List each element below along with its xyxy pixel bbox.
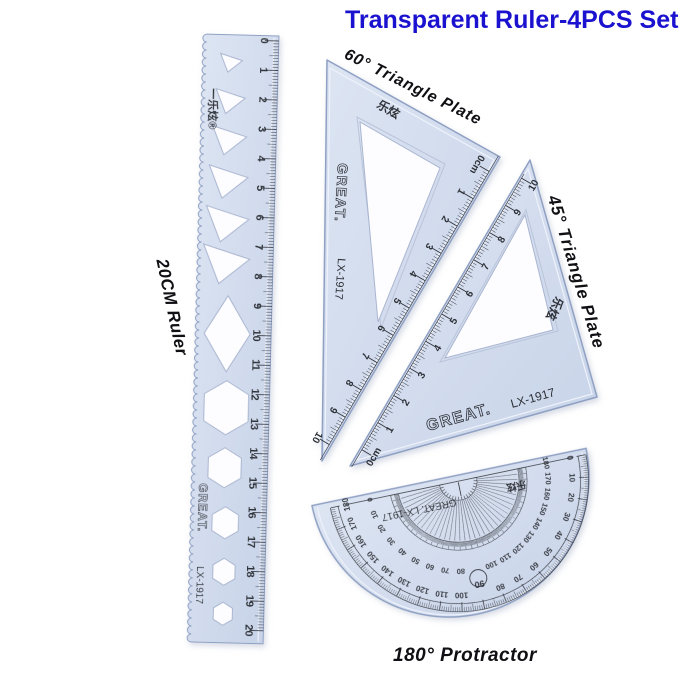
ruler-scale-number: 14 bbox=[247, 447, 259, 460]
stencil-cutout bbox=[211, 124, 248, 156]
ruler-brand-zh: 一乐炫® bbox=[205, 88, 220, 129]
triangle-45-scale-number: 8 bbox=[496, 234, 509, 245]
stencil-cutout bbox=[219, 52, 244, 73]
stencil-cutout bbox=[211, 506, 240, 540]
ruler-scale-number: 12 bbox=[248, 388, 260, 401]
stencil-cutout bbox=[203, 380, 250, 436]
triangle-60-brand-name: GREAT. bbox=[332, 163, 351, 223]
protractor-outer-number: 10 bbox=[567, 473, 576, 483]
ruler-scale-number: 5 bbox=[254, 185, 266, 191]
protractor-outer-number: 100 bbox=[454, 590, 468, 599]
stencil-cutout bbox=[208, 164, 250, 199]
protractor-inner-number: 50 bbox=[410, 555, 422, 567]
protractor-outer-number: 110 bbox=[434, 589, 449, 600]
protractor-180: 0102030405060708010011012013014015016017… bbox=[311, 447, 590, 618]
protractor-inner-number: 60 bbox=[425, 561, 436, 572]
triangle-60-scale-number: 5 bbox=[390, 295, 403, 306]
protractor-brand-zh: 乐炫 bbox=[505, 478, 527, 495]
ruler-scale-number: 19 bbox=[243, 595, 255, 608]
stencil-cutout bbox=[207, 447, 242, 489]
protractor-outer-number: 30 bbox=[561, 511, 573, 523]
triangle-60-scale-number: 9 bbox=[326, 405, 339, 416]
triangle-45-scale-number: 3 bbox=[416, 370, 429, 381]
stencil-cutout bbox=[215, 87, 247, 115]
triangle-60-brand-model: LX-1917 bbox=[332, 258, 347, 300]
triangle-45-scale-number: 5 bbox=[448, 316, 461, 327]
ruler-scale-number: 3 bbox=[255, 126, 267, 132]
triangle-45-scale-number: 9 bbox=[512, 207, 525, 218]
protractor-outer-number: 120 bbox=[414, 583, 430, 596]
triangle-60-scale-number: 3 bbox=[422, 241, 435, 252]
triangle-60-hole bbox=[359, 121, 441, 323]
triangle-45-hole bbox=[443, 213, 554, 359]
triangle-45-scale-number: 2 bbox=[400, 397, 413, 408]
page-title: Transparent Ruler-4PCS Set bbox=[345, 6, 679, 34]
ruler-brand-model: LX-1917 bbox=[193, 566, 205, 605]
protractor-outer-number: 180 bbox=[341, 497, 353, 512]
triangle-60-scale-number: 7 bbox=[358, 350, 371, 361]
protractor-inner-number: 150 bbox=[537, 502, 549, 517]
ruler-brand-name: GREAT. bbox=[195, 483, 210, 532]
triangle-60-scale-number: 10 bbox=[309, 430, 324, 446]
label-protractor: 180° Protractor bbox=[393, 645, 537, 666]
triangle-45-scale-number: 1 bbox=[384, 424, 397, 435]
protractor-inner-number: 100 bbox=[484, 558, 499, 571]
ruler-scale-number: 17 bbox=[245, 536, 257, 549]
triangle-60-scale-number: 8 bbox=[342, 377, 355, 388]
triangle-45-scale-number: 10 bbox=[526, 178, 541, 194]
protractor-outer-number: 0 bbox=[565, 455, 575, 462]
ruler-scale-number: 16 bbox=[245, 506, 257, 519]
ruler-scale-number: 10 bbox=[250, 329, 262, 342]
ruler-scale-number: 11 bbox=[249, 359, 261, 371]
triangle-60-scale-number: 6 bbox=[374, 323, 387, 334]
ruler-20cm: 01234567891011121314151617181920一乐炫®GREA… bbox=[186, 33, 280, 645]
triangle-45-scale-number: 4 bbox=[432, 343, 445, 354]
ruler-scale-number: 2 bbox=[256, 96, 268, 102]
stencil-cutout bbox=[202, 243, 251, 285]
protractor-inner-number: 80 bbox=[457, 567, 466, 576]
protractor-inner-number: 0 bbox=[365, 497, 375, 503]
protractor-inner-number: 20 bbox=[376, 523, 388, 535]
stencil-cutout bbox=[212, 601, 233, 626]
ruler-scale-number: 20 bbox=[242, 624, 254, 637]
stencil-cutout bbox=[212, 557, 236, 586]
triangle-60-scale-number: 1 bbox=[454, 186, 467, 197]
protractor-90-circled: 90 bbox=[474, 578, 486, 590]
triangle-45-scale-number: 6 bbox=[464, 289, 477, 300]
ruler-scale-number: 9 bbox=[251, 303, 263, 309]
protractor-inner-number: 10 bbox=[369, 509, 380, 520]
ruler-scale-number: 4 bbox=[255, 155, 267, 162]
triangle-45-scale-number: 7 bbox=[480, 261, 493, 272]
triangle-60-scale-number: 4 bbox=[406, 268, 419, 279]
protractor-outer-number: 20 bbox=[566, 492, 576, 503]
ruler-scale-number: 6 bbox=[253, 214, 265, 220]
ruler-scale-number: 7 bbox=[252, 244, 264, 250]
ruler-scale-number: 13 bbox=[248, 418, 260, 431]
protractor-outer-number: 80 bbox=[494, 581, 506, 593]
protractor-inner-number: 160 bbox=[542, 487, 553, 501]
protractor-inner-number: 170 bbox=[543, 472, 552, 485]
stencil-cutout bbox=[203, 294, 251, 373]
protractor-inner-number: 180 bbox=[540, 456, 551, 470]
ruler-scale-number: 0 bbox=[258, 37, 270, 43]
ruler-scale-number: 1 bbox=[257, 67, 269, 73]
protractor-inner-number: 70 bbox=[440, 565, 450, 575]
stencil-cutout bbox=[205, 204, 250, 243]
ruler-scale-number: 15 bbox=[246, 477, 258, 490]
ruler-scale-number: 8 bbox=[252, 273, 264, 279]
triangle-60-scale-number: 2 bbox=[438, 214, 451, 225]
ruler-scale-number: 18 bbox=[244, 565, 256, 578]
